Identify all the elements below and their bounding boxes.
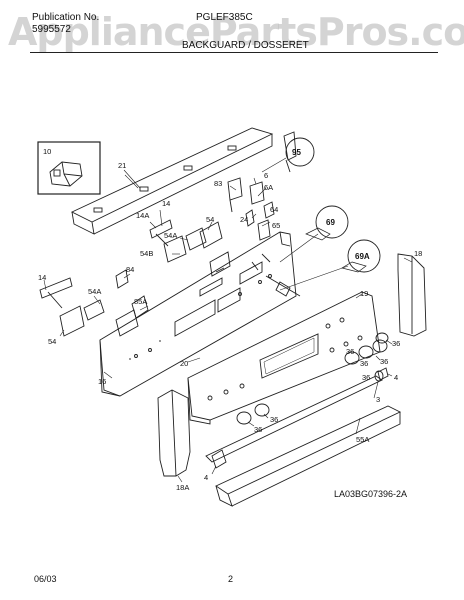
leader-lines xyxy=(43,169,413,483)
callout-36-b: 36 xyxy=(380,357,388,366)
callout-54-top: 54 xyxy=(206,215,214,224)
callout-64: 64 xyxy=(270,205,278,214)
callout-83: 83 xyxy=(214,179,222,188)
callout-54a: 54A xyxy=(88,287,101,296)
callout-85a: 85A xyxy=(134,297,147,306)
header-rule xyxy=(30,52,438,53)
part-19-control-panel xyxy=(187,291,381,425)
callout-labels: 10 21 95 83 6 6A 14A 14 54 54A 24 64 65 … xyxy=(38,147,422,492)
part-3-trim xyxy=(205,370,384,463)
part-18-side-panel xyxy=(397,253,427,337)
callout-69a: 69A xyxy=(355,252,370,261)
callout-36-c: 36 xyxy=(346,347,354,356)
callout-6a: 6A xyxy=(264,183,273,192)
callout-54b: 54B xyxy=(140,249,153,258)
small-parts xyxy=(115,131,301,319)
watermark: AppliancePartsPros.com xyxy=(8,10,464,54)
part-4-endcaps xyxy=(211,367,389,469)
callout-10: 10 xyxy=(43,147,51,156)
part-10-inset xyxy=(37,141,101,195)
callout-4-top: 4 xyxy=(394,373,398,382)
callout-4-bottom: 4 xyxy=(204,473,208,482)
callout-84: 84 xyxy=(126,265,134,274)
publication-label: Publication No. xyxy=(32,12,100,23)
drawing-code: LA03BG07396-2A xyxy=(334,489,408,499)
callout-36-f: 36 xyxy=(270,415,278,424)
part-21-top-trim xyxy=(70,127,274,235)
callout-circles xyxy=(261,137,381,291)
callout-24: 24 xyxy=(240,215,248,224)
callout-55a: 55A xyxy=(356,435,369,444)
part-55a-trim xyxy=(215,405,402,507)
callout-65: 65 xyxy=(272,221,280,230)
callout-14-top: 14 xyxy=(162,199,170,208)
callout-19: 19 xyxy=(360,289,368,298)
footer-date: 06/03 xyxy=(34,574,57,584)
callout-54a-top: 54A xyxy=(164,231,177,240)
callout-3: 3 xyxy=(376,395,380,404)
callout-6: 6 xyxy=(264,171,268,180)
callout-69: 69 xyxy=(326,218,335,227)
callout-14a-top: 14A xyxy=(136,211,149,220)
model-number: PGLEF385C xyxy=(196,12,253,23)
footer-page: 2 xyxy=(228,574,234,584)
callout-16: 16 xyxy=(98,377,106,386)
publication-number: 5995572 xyxy=(32,24,71,35)
callout-14: 14 xyxy=(38,273,46,282)
section-title: BACKGUARD / DOSSERET xyxy=(182,40,309,51)
callout-18a: 18A xyxy=(176,483,189,492)
part-18a-side-panel xyxy=(157,389,191,477)
switch-assemblies-left xyxy=(39,219,231,337)
callout-36-a: 36 xyxy=(392,339,400,348)
callout-21: 21 xyxy=(118,161,126,170)
callout-36-e: 36 xyxy=(362,373,370,382)
knob-group xyxy=(236,332,389,425)
callout-95: 95 xyxy=(292,148,301,157)
callout-36-g: 36 xyxy=(254,425,262,434)
callout-36-d: 36 xyxy=(360,359,368,368)
callout-20: 20 xyxy=(180,359,188,368)
callout-54: 54 xyxy=(48,337,56,346)
callout-18: 18 xyxy=(414,249,422,258)
backguard-housing xyxy=(99,231,297,397)
